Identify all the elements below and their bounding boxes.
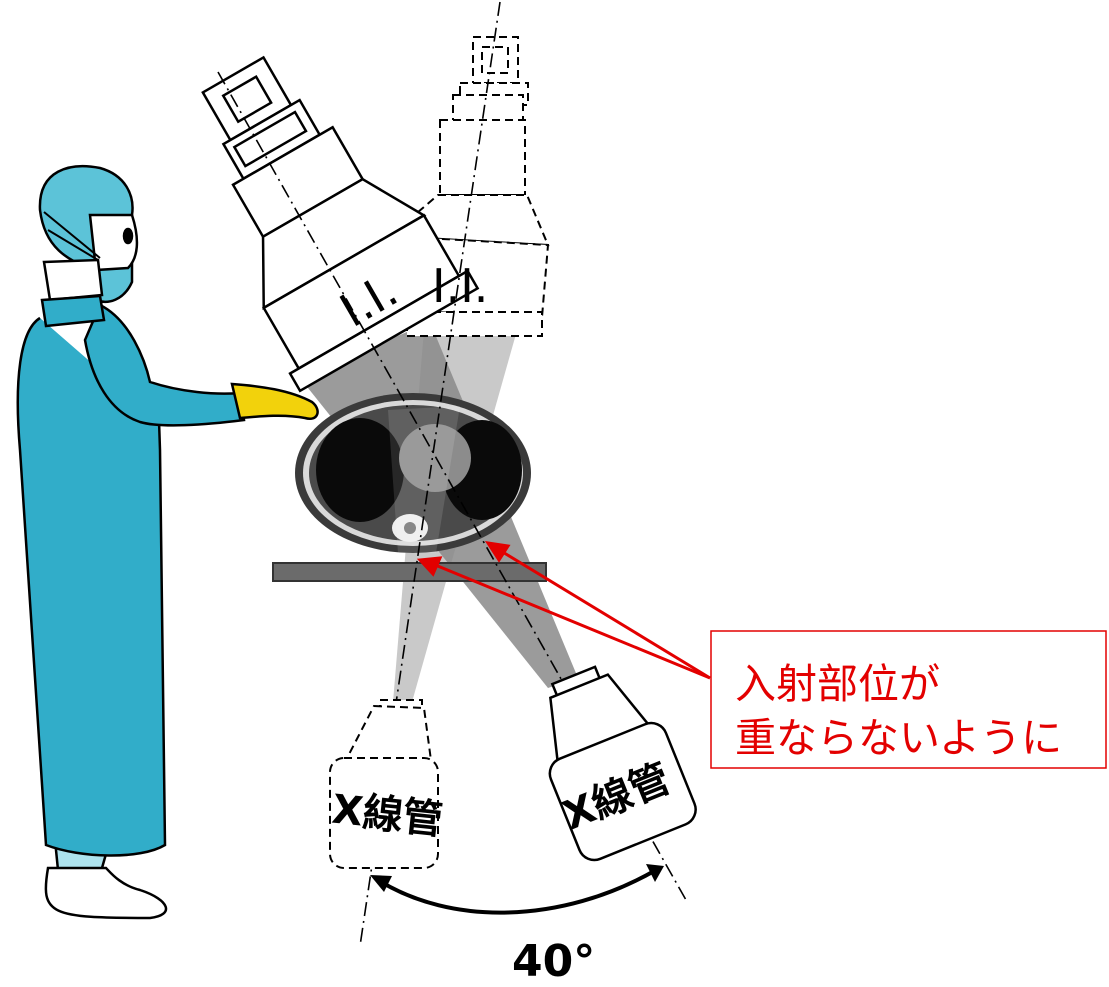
surgeon-figure bbox=[16, 164, 319, 920]
surgeon-mask bbox=[42, 258, 104, 302]
surgeon-glove bbox=[230, 382, 319, 421]
surgeon-eye bbox=[122, 227, 134, 245]
patient-table bbox=[272, 562, 547, 582]
surgeon-face bbox=[88, 213, 139, 272]
callout-line-2: 重ならないように bbox=[735, 714, 1062, 762]
ct-slice-chest bbox=[295, 393, 531, 553]
lung-left bbox=[316, 418, 404, 522]
callout-arrows bbox=[416, 541, 711, 680]
xray-tube-left bbox=[329, 699, 439, 869]
heart bbox=[399, 424, 471, 492]
angle-label: 40° bbox=[512, 936, 595, 987]
angle-arrow bbox=[370, 864, 664, 915]
surgeon-arm bbox=[83, 303, 246, 427]
callout-box bbox=[710, 630, 1107, 769]
detector-second-label: I.I. bbox=[432, 259, 488, 313]
xray-tube-right bbox=[548, 665, 697, 862]
detector-first-position bbox=[201, 55, 480, 393]
callout-line-1: 入射部位が bbox=[735, 660, 940, 708]
surgeon-shoe bbox=[44, 866, 168, 920]
